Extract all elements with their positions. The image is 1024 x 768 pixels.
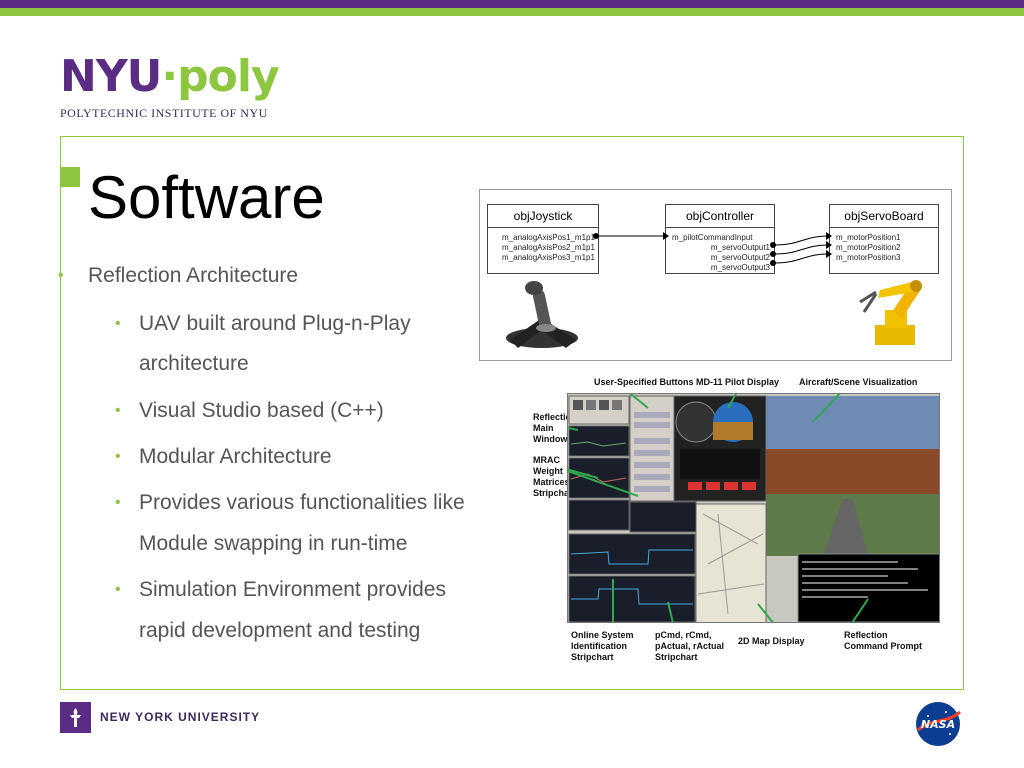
label-reflection-main: Reflection Main Window [533, 412, 577, 444]
connector-line [774, 235, 828, 246]
bullet-marker: • [115, 448, 121, 465]
label-pcmd: pCmd, rCmd, pActual, rActual Stripchart [655, 630, 725, 662]
architecture-diagram: objJoystick m_analogAxisPos1_m1p1 m_anal… [479, 189, 952, 361]
title-accent-square [60, 167, 80, 187]
simulation-screenshot-image [568, 394, 939, 622]
bullet-marker: • [115, 315, 121, 332]
simulation-screenshot [567, 393, 940, 623]
label-mrac: MRAC Weight Matrices Stripcharts [533, 455, 581, 498]
diagram-connectors [506, 232, 922, 348]
obj-joystick-box: objJoystick m_analogAxisPos1_m1p1 m_anal… [487, 204, 599, 274]
bullet-item: •Simulation Environment provides [115, 578, 446, 601]
bullet-continuation: rapid development and testing [139, 619, 421, 642]
bullet-item: •Visual Studio based (C++) [115, 399, 384, 422]
content-frame [60, 136, 964, 690]
servo-port: m_motorPosition3 [836, 253, 901, 262]
torch-icon [70, 708, 81, 727]
obj-joystick-title: objJoystick [488, 205, 598, 228]
connector-dot [593, 233, 599, 239]
obj-servoboard-title: objServoBoard [830, 205, 938, 228]
bullet-item: •Modular Architecture [115, 445, 332, 468]
nyu-torch-logo [60, 702, 91, 733]
arrow-head [826, 241, 832, 249]
robot-arm-image [859, 280, 922, 345]
arrow-head [663, 232, 669, 240]
bullet-marker: • [115, 402, 121, 419]
joystick-port: m_analogAxisPos2_m1p1 [502, 243, 595, 252]
bullet-continuation: architecture [139, 352, 249, 375]
connector-dot [770, 260, 776, 266]
top-green-bar [0, 8, 1024, 16]
logo-subtitle: POLYTECHNIC INSTITUTE OF NYU [60, 106, 268, 120]
joystick-port: m_analogAxisPos3_m1p1 [502, 253, 595, 262]
bullet-item: •Provides various functionalities like [115, 491, 465, 514]
nasa-meatball-icon: NASA [916, 702, 961, 746]
arrow-head [826, 232, 832, 240]
bullet-continuation: Module swapping in run-time [139, 532, 408, 555]
top-purple-bar [0, 0, 1024, 8]
obj-controller-title: objController [666, 205, 774, 228]
obj-servoboard-box: objServoBoard m_motorPosition1 m_motorPo… [829, 204, 939, 274]
connector-line [774, 244, 828, 255]
connector-dot [770, 242, 776, 248]
label-scene-vis: Aircraft/Scene Visualization [799, 377, 918, 387]
label-cmd-prompt: Reflection Command Prompt [844, 630, 923, 651]
svg-text:NASA: NASA [921, 718, 955, 731]
bullet-item: •UAV built around Plug-n-Play [115, 312, 411, 335]
bullet-item: •Reflection Architecture [58, 264, 299, 287]
label-online-sysid: Online System Identification Stripchart [571, 630, 634, 662]
connector-dot [770, 251, 776, 257]
slide-title: Software [88, 164, 325, 231]
joystick-port: m_analogAxisPos1_m1p1 [502, 233, 595, 242]
servo-port: m_motorPosition2 [836, 243, 901, 252]
servo-port: m_motorPosition1 [836, 233, 901, 242]
nasa-logo: NASA [914, 700, 962, 748]
label-pilot-display: MD-11 Pilot Display [696, 377, 780, 387]
nyu-poly-logo: NYU·poly POLYTECHNIC INSTITUTE OF NYU [60, 51, 280, 121]
controller-output-port: m_servoOutput2 [710, 253, 770, 262]
footer-university: NEW YORK UNIVERSITY [100, 710, 261, 724]
joystick-image [506, 281, 578, 348]
bullet-marker: • [58, 267, 64, 284]
bullet-marker: • [115, 581, 121, 598]
arrow-head [826, 250, 832, 258]
label-user-buttons: User-Specified Buttons [594, 377, 694, 387]
bullet-marker: • [115, 494, 121, 511]
controller-output-port: m_servoOutput3 [710, 263, 770, 272]
controller-input-port: m_pilotCommandInput [672, 233, 753, 242]
obj-controller-box: objController m_pilotCommandInput m_serv… [665, 204, 775, 274]
controller-output-port: m_servoOutput1 [710, 243, 770, 252]
label-map-display: 2D Map Display [738, 636, 805, 646]
connector-line [774, 253, 828, 264]
logo-wordmark: NYU·poly [60, 51, 280, 102]
